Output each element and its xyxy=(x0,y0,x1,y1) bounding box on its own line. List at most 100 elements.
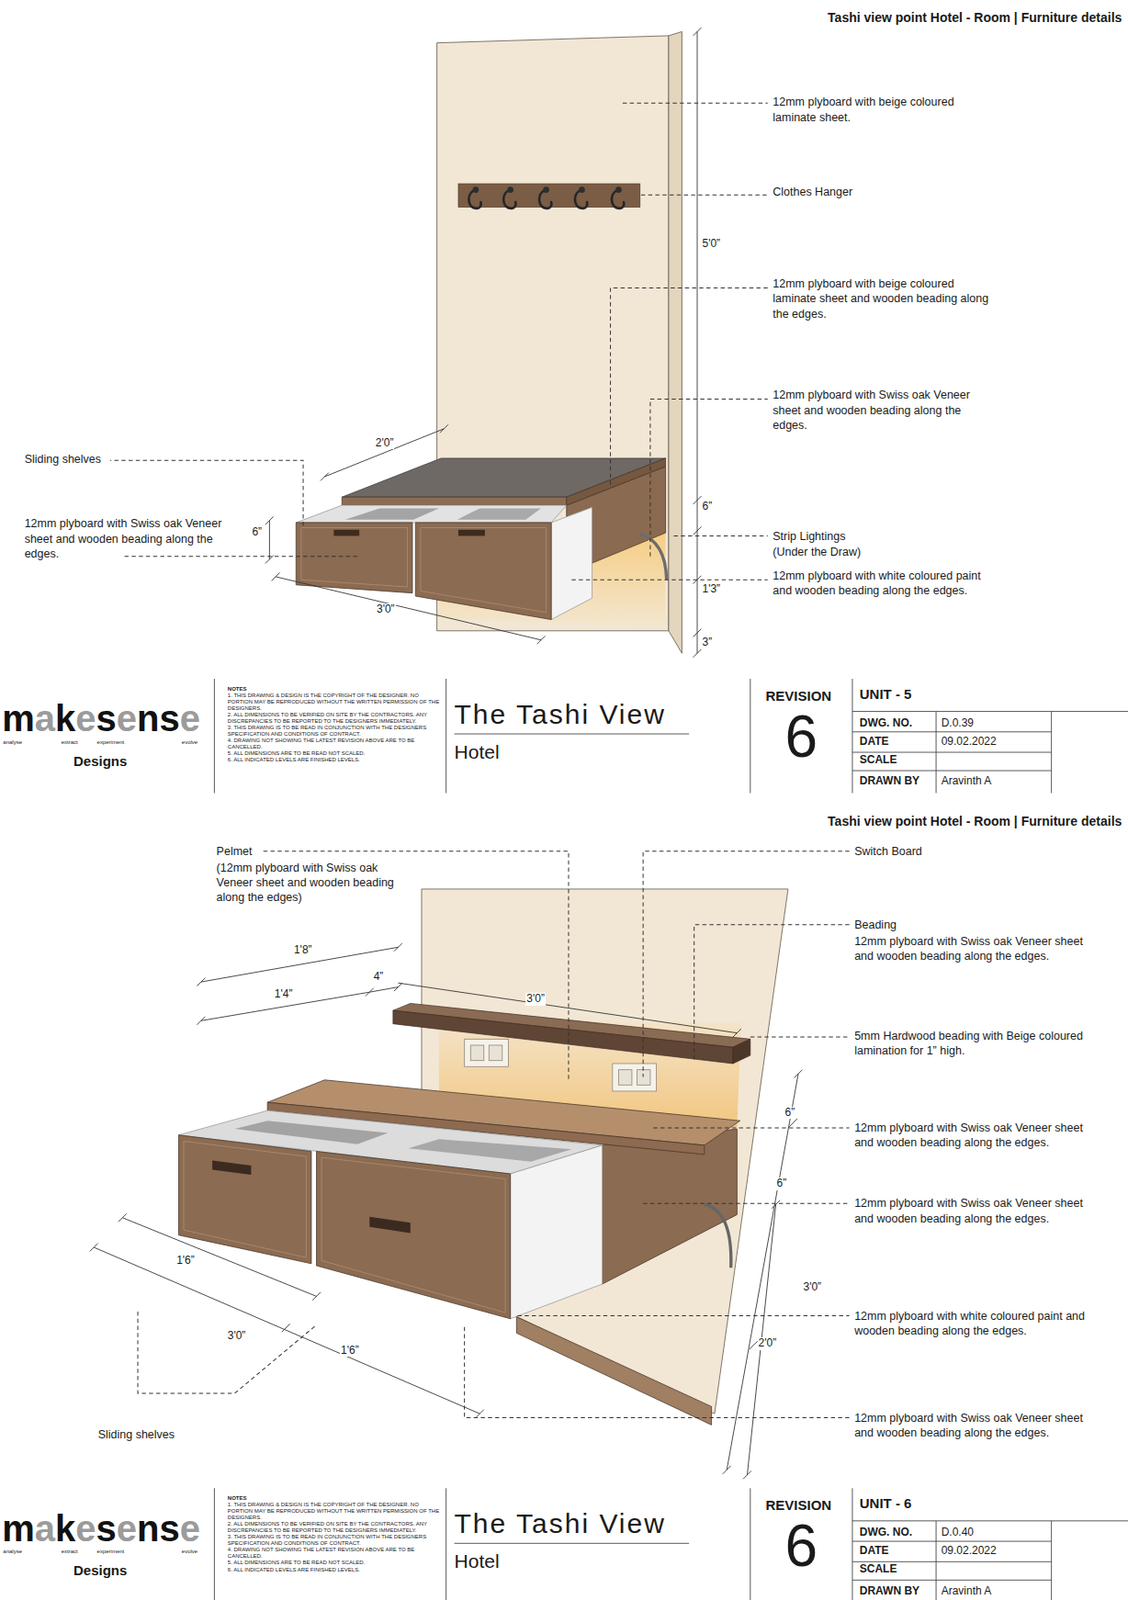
part-label: Sliding shelves xyxy=(24,451,102,467)
note-text: 4. DRAWING NOT SHOWING THE LATEST REVISI… xyxy=(227,737,441,750)
table-value: 09.02.2022 xyxy=(941,734,997,750)
dimension-label: 3'0” xyxy=(801,1281,823,1295)
note-text: 3. THIS DRAWING IS TO BE READ IN CONJUNC… xyxy=(227,724,441,737)
dimension-label: 1'3” xyxy=(700,583,722,597)
clothes-hanger xyxy=(458,183,641,209)
table-value: D.0.40 xyxy=(941,1525,974,1541)
dimension-label: 2'0” xyxy=(374,437,395,451)
tagline-word: extract xyxy=(61,739,79,747)
dimension-lines xyxy=(265,27,702,658)
notes-heading: NOTES xyxy=(227,686,441,693)
leader-lines xyxy=(110,102,768,580)
logo-letter: e xyxy=(116,698,137,739)
table-label: SCALE xyxy=(859,753,898,768)
dimension-label: 3” xyxy=(700,636,713,650)
logo-letter: s xyxy=(158,698,180,739)
logo-letter: e xyxy=(180,698,201,739)
pelmet-shelf xyxy=(393,1003,751,1064)
part-label: Strip Lightings xyxy=(772,529,997,544)
dimension-label: 5'0” xyxy=(700,237,722,251)
tagline-word: evolve xyxy=(181,1548,198,1557)
leader-lines xyxy=(263,851,850,1419)
desk-unit xyxy=(178,1080,740,1426)
revision-label: REVISION xyxy=(765,687,832,706)
dimension-label: 3'0” xyxy=(375,603,396,617)
sheet-header: Tashi view point Hotel - Room | Furnitur… xyxy=(827,9,1122,26)
title-block-lines xyxy=(214,678,1128,793)
table-label: SCALE xyxy=(859,1562,898,1578)
revision-label: REVISION xyxy=(765,1496,832,1515)
table-label: DRAWN BY xyxy=(859,1584,920,1600)
sliding-shelf-outline xyxy=(137,1311,316,1394)
unit-label: UNIT - 6 xyxy=(859,1494,913,1513)
desk-unit xyxy=(295,458,666,621)
tagline-word: evolve xyxy=(181,739,198,747)
material-callout: 12mm plyboard with white coloured paint … xyxy=(772,568,997,599)
logo-letter: e xyxy=(116,1508,137,1549)
logo-letter: a xyxy=(34,1508,56,1549)
material-callout: 12mm plyboard with white coloured paint … xyxy=(854,1308,1100,1340)
tagline-word: analyse xyxy=(2,739,23,747)
sheet-header: Tashi view point Hotel - Room | Furnitur… xyxy=(827,812,1122,830)
project-subtitle: Hotel xyxy=(454,739,500,765)
note-text: 2. ALL DIMENSIONS TO BE VERIFIED ON SITE… xyxy=(227,1521,441,1534)
logo-letter: m xyxy=(1,698,35,739)
brand-name: Designs xyxy=(73,1561,127,1580)
note-text: 5. ALL DIMENSIONS ARE TO BE READ NOT SCA… xyxy=(227,1559,441,1567)
logo-letter: e xyxy=(75,1508,96,1549)
dimension-label: 6” xyxy=(776,1177,789,1191)
dimension-label: 6” xyxy=(783,1106,796,1120)
material-callout: 12mm plyboard with Swiss oak Veneer shee… xyxy=(24,516,229,562)
logo-letter: n xyxy=(136,1508,159,1549)
logo-letter: s xyxy=(158,1508,180,1549)
logo-wordmark: makesense xyxy=(1,699,201,737)
note-text: 1. THIS DRAWING & DESIGN IS THE COPYRIGH… xyxy=(227,692,441,711)
table-value: Aravinth A xyxy=(941,774,993,790)
table-label: DWG. NO. xyxy=(859,716,913,732)
dimension-label: 1'6” xyxy=(175,1254,196,1268)
material-callout: 12mm plyboard with Swiss oak Veneer shee… xyxy=(854,1410,1100,1442)
material-callout: 12mm plyboard with beige coloured lamina… xyxy=(772,276,997,322)
part-label: Beading xyxy=(854,917,1100,933)
logo-letter: e xyxy=(180,1508,201,1549)
note-text: 6. ALL INDICATED LEVELS ARE FINISHED LEV… xyxy=(227,1567,441,1574)
brand-name: Designs xyxy=(73,752,127,771)
logo-wordmark: makesense xyxy=(1,1510,201,1547)
dimension-label: 2'0” xyxy=(757,1337,779,1351)
title-block-lines xyxy=(214,1488,1128,1600)
revision-number: 6 xyxy=(772,1513,830,1579)
tagline-word: experiment xyxy=(97,739,125,747)
dimension-label: 6” xyxy=(700,500,713,514)
notes-heading: NOTES xyxy=(227,1495,441,1502)
note-text: 4. DRAWING NOT SHOWING THE LATEST REVISI… xyxy=(227,1546,441,1559)
material-callout: 12mm plyboard with beige coloured lamina… xyxy=(772,94,997,125)
revision-number: 6 xyxy=(772,704,830,769)
part-label: Switch Board xyxy=(854,844,1100,859)
project-subtitle: Hotel xyxy=(454,1548,500,1574)
tagline-word: analyse xyxy=(2,1548,23,1557)
dimension-label: 1'8” xyxy=(293,944,314,958)
table-value: D.0.39 xyxy=(941,716,974,732)
dimension-label: 1'4” xyxy=(273,988,294,1002)
table-label: DWG. NO. xyxy=(859,1525,913,1541)
unit-label: UNIT - 5 xyxy=(859,685,913,704)
part-label: Sliding shelves xyxy=(98,1427,175,1443)
note-text: 6. ALL INDICATED LEVELS ARE FINISHED LEV… xyxy=(227,756,441,764)
dimension-label: 3'0” xyxy=(525,992,546,1006)
dimension-lines xyxy=(90,943,803,1479)
table-value: 09.02.2022 xyxy=(941,1544,997,1559)
note-text: 3. THIS DRAWING IS TO BE READ IN CONJUNC… xyxy=(227,1534,441,1546)
note-text: 1. THIS DRAWING & DESIGN IS THE COPYRIGH… xyxy=(227,1501,441,1521)
material-callout: 12mm plyboard with Swiss oak Veneer shee… xyxy=(854,1195,1100,1227)
dimension-label: 6” xyxy=(250,526,263,540)
table-label: DRAWN BY xyxy=(859,774,920,790)
logo-letter: e xyxy=(75,698,96,739)
note-text: 2. ALL DIMENSIONS TO BE VERIFIED ON SITE… xyxy=(227,711,441,724)
tagline-word: experiment xyxy=(97,1548,125,1557)
material-callout: 5mm Hardwood beading with Beige coloured… xyxy=(854,1028,1100,1060)
material-callout: (12mm plyboard with Swiss oak Veneer she… xyxy=(216,860,411,906)
part-label: Pelmet xyxy=(216,844,253,859)
note-text: 5. ALL DIMENSIONS ARE TO BE READ NOT SCA… xyxy=(227,750,441,757)
part-label: Clothes Hanger xyxy=(772,184,997,200)
